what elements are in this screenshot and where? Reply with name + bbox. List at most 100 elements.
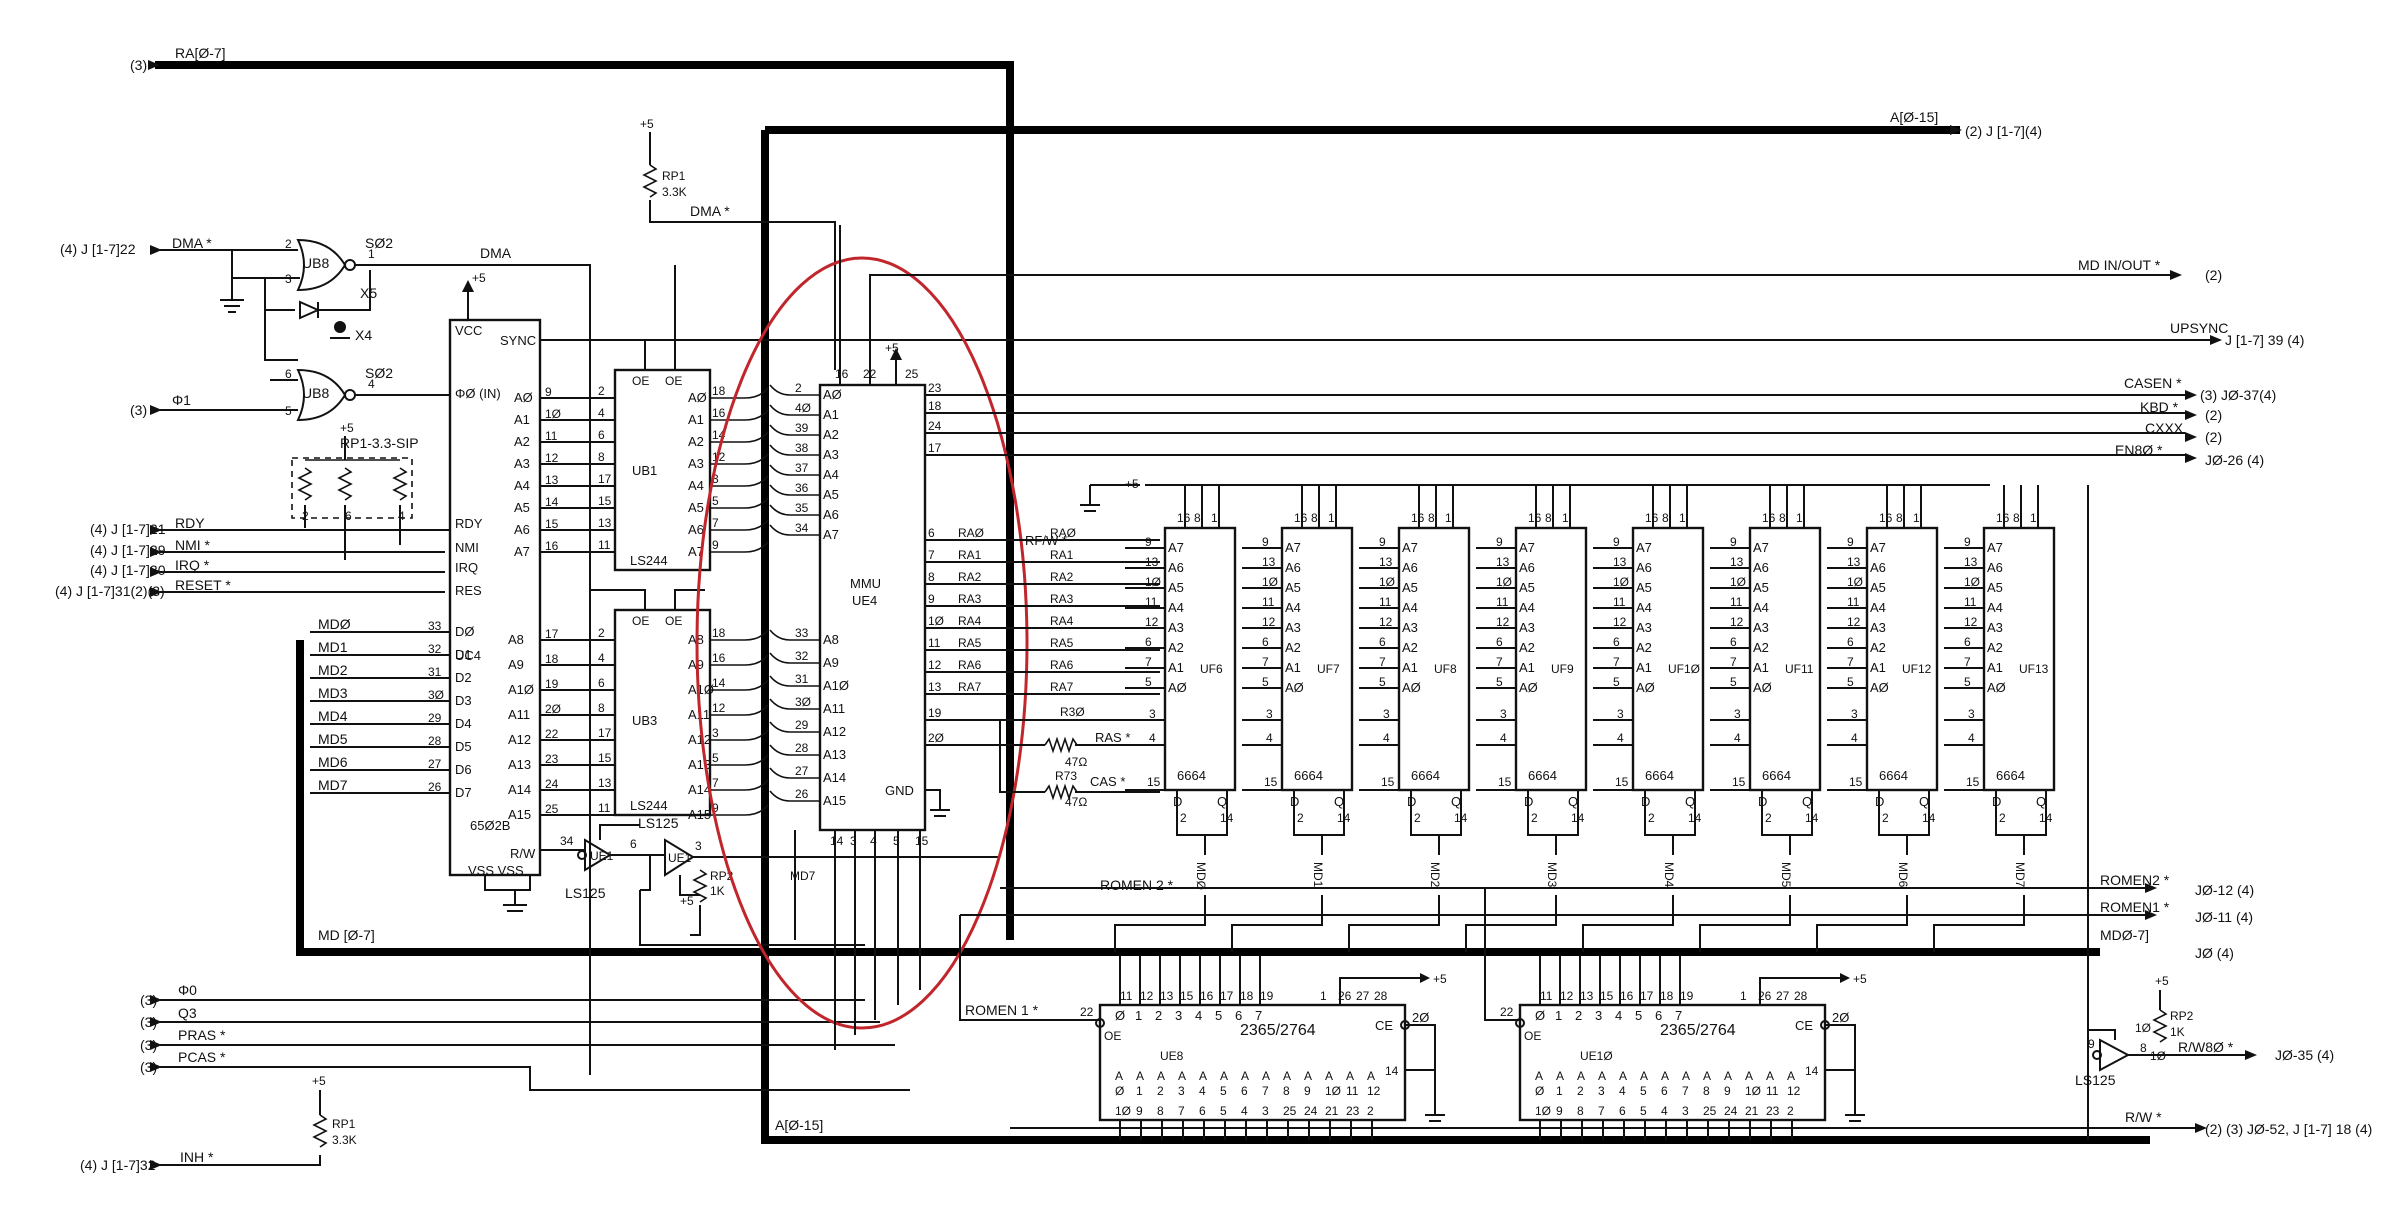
rom-chip-body [1098, 1003, 1407, 1122]
rom-output-num: 6 [1235, 1008, 1242, 1023]
ram-q-label: Q [1568, 794, 1578, 809]
rom-plus5: +5 [1433, 972, 1447, 986]
resistor-rp1-bottom [312, 1114, 328, 1148]
buffer-pin-label: A3 [688, 456, 704, 471]
ram-q-label: Q [2036, 794, 2046, 809]
svg-text:25: 25 [905, 367, 919, 381]
ram-side-pin: 4 [1734, 731, 1741, 745]
md-net-label: MD2 [318, 662, 348, 678]
buffer-pin-in: 17 [598, 726, 612, 740]
buffer-pin-in: 15 [598, 494, 612, 508]
ram-addr-pin: 7 [1964, 655, 1971, 669]
buffer-pin-label: A1 [688, 412, 704, 427]
ram-addr-label: A4 [1870, 600, 1886, 615]
rom-addr-num: 12 [1787, 1084, 1801, 1098]
rom-addr-letter: A [1367, 1069, 1375, 1083]
rom-addr-letter: A [1262, 1069, 1270, 1083]
ram-chip-id: UF7 [1317, 662, 1340, 676]
ram-chip-id: UF13 [2019, 662, 2049, 676]
a-bus-bottom-label: A[Ø-15] [775, 1117, 823, 1133]
mmu-bottom-pin: 5 [893, 834, 900, 848]
rdy-label: RDY [175, 515, 205, 531]
ram-addr-label: A5 [1987, 580, 2003, 595]
rom-output-num: 5 [1635, 1008, 1642, 1023]
rom-bottom-pin: 4 [1661, 1104, 1668, 1118]
ram-top-pin: 16 [1645, 511, 1659, 525]
rom-output-num: 4 [1195, 1008, 1202, 1023]
ram-chip-part: 6664 [1528, 768, 1557, 783]
left-inputs: (4) J [1-7]22 DMA * UB8 231 SØ2 DMA X5 X… [55, 235, 910, 1173]
rom-top-pin: 18 [1240, 989, 1254, 1003]
cpu-pin-number: 12 [545, 451, 559, 465]
rom-output-num: Ø [1535, 1008, 1545, 1023]
ram-addr-pin: 1Ø [1262, 575, 1278, 589]
rom-id: UE1Ø [1580, 1049, 1613, 1063]
mmu-input-label: A6 [823, 507, 839, 522]
mmu-id: UE4 [852, 593, 877, 608]
ram-addr-label: A7 [1987, 540, 2003, 555]
ram-addr-pin: 6 [1613, 635, 1620, 649]
ram-chip-id: UF11 [1785, 662, 1814, 676]
ram-addr-pin: 1Ø [1730, 575, 1746, 589]
mmu-ra-label: RAØ [958, 526, 984, 540]
ram-top-pin: 8 [1896, 511, 1903, 525]
mmu-name: MMU [850, 576, 881, 591]
ram-side-pin: 15 [1147, 775, 1161, 789]
ram-addr-label: AØ [1753, 680, 1772, 695]
rom-addr-num: Ø [1115, 1084, 1124, 1098]
md-bus [296, 640, 2100, 956]
x5-label: X5 [360, 285, 377, 301]
md-net-label: MD1 [318, 639, 348, 655]
cpu-data-label: D2 [455, 670, 472, 685]
md07-label: MDØ-7] [2100, 927, 2149, 943]
cpu-pin-label: A11 [508, 707, 530, 722]
rom-addr-num: 3 [1178, 1084, 1185, 1098]
buffer-pin-out: 5 [712, 494, 719, 508]
resistor-sip-3 [392, 467, 408, 501]
x4-label: X4 [355, 327, 372, 343]
romen1-ref: JØ-11 (4) [2195, 909, 2253, 925]
ram-top-pin: 16 [1411, 511, 1425, 525]
buffer-ub1-body [613, 368, 712, 572]
cpu-pin-label: A5 [514, 500, 530, 515]
rom-addr-num: 5 [1220, 1084, 1227, 1098]
ram-addr-pin: 7 [1847, 655, 1854, 669]
cpu-6502b: +5 VCC SYNC UPSYNC J [1-7] 39 (4) ΦØ (IN… [310, 271, 2304, 943]
pras-ref: (3) [140, 1037, 157, 1053]
ram-addr-pin: 12 [1496, 615, 1510, 629]
rom-addr-num: 9 [1724, 1084, 1731, 1098]
right-outputs: ROMEN2 * JØ-12 (4) ROMEN1 * JØ-11 (4) MD… [775, 485, 2372, 1140]
ram-addr-pin: 9 [1613, 535, 1620, 549]
buffer-pin-label: A5 [688, 500, 704, 515]
cpu-pin-label: A1 [514, 412, 530, 427]
mmu-input-label: A1 [823, 407, 839, 422]
mmu-ra-label: RA6 [958, 658, 982, 672]
svg-text:6: 6 [285, 367, 292, 381]
resistor-r73 [1044, 783, 1078, 801]
romen1-mid-label: ROMEN 1 * [965, 1002, 1039, 1018]
rom-bottom-pin: 23 [1346, 1104, 1360, 1118]
rw80-label: R/W8Ø * [2178, 1039, 2234, 1055]
svg-text:6: 6 [630, 837, 637, 851]
buffer-pin-in: 17 [598, 472, 612, 486]
ram-side-pin: 15 [1264, 775, 1278, 789]
ram-addr-pin: 13 [1496, 555, 1510, 569]
rom-addr-letter: A [1619, 1069, 1627, 1083]
rom-addr-num: 4 [1619, 1084, 1626, 1098]
ram-addr-label: A5 [1168, 580, 1184, 595]
mmu-input-label: A13 [823, 747, 846, 762]
ram-chip-id: UF8 [1434, 662, 1457, 676]
rom-output-num: 4 [1615, 1008, 1622, 1023]
ram-q-label: Q [1802, 794, 1812, 809]
rp2-right-value: 1K [2170, 1025, 2185, 1039]
cpu-pin-number: 9 [545, 385, 552, 399]
rom-addr-letter: A [1577, 1069, 1585, 1083]
resistor-sip-1 [297, 467, 313, 501]
nmi-ref: (4) J [1-7]29 [90, 542, 166, 558]
cpu-data-label: D1 [455, 647, 472, 662]
ram-md-label: MD2 [1428, 862, 1442, 888]
